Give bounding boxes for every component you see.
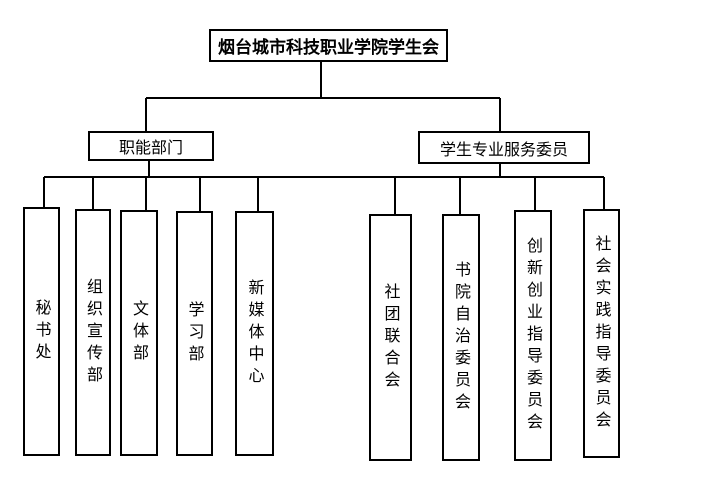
child-node-sports-culture: 文体部 [120, 210, 158, 456]
child-label: 文体部 [130, 300, 149, 366]
child-label: 社会实践指导委员会 [592, 234, 612, 433]
child-label: 秘书处 [32, 298, 52, 365]
child-node-innovation: 创新创业指导委员会 [514, 210, 552, 461]
child-node-organization: 组织宣传部 [75, 209, 111, 456]
child-label: 新媒体中心 [245, 278, 265, 389]
child-label: 书院自治委员会 [452, 260, 471, 415]
child-node-study: 学习部 [176, 211, 213, 456]
child-node-academy-autonomy: 书院自治委员会 [442, 214, 480, 461]
root-label: 烟台城市科技职业学院学生会 [218, 38, 439, 58]
branch-node-functional: 职能部门 [88, 131, 214, 161]
child-label: 创新创业指导委员会 [524, 236, 543, 435]
child-node-new-media: 新媒体中心 [235, 211, 274, 456]
branch-node-service: 学生专业服务委员 [418, 131, 590, 164]
root-node: 烟台城市科技职业学院学生会 [209, 29, 448, 62]
child-label: 组织宣传部 [84, 277, 103, 388]
child-label: 社团联合会 [381, 282, 401, 393]
branch-label-functional: 职能部门 [118, 138, 183, 157]
child-node-secretariat: 秘书处 [23, 207, 60, 456]
branch-label-service: 学生专业服务委员 [439, 139, 568, 159]
child-label: 学习部 [185, 300, 205, 367]
child-node-social-practice: 社会实践指导委员会 [583, 209, 620, 458]
child-node-club-union: 社团联合会 [369, 214, 412, 461]
